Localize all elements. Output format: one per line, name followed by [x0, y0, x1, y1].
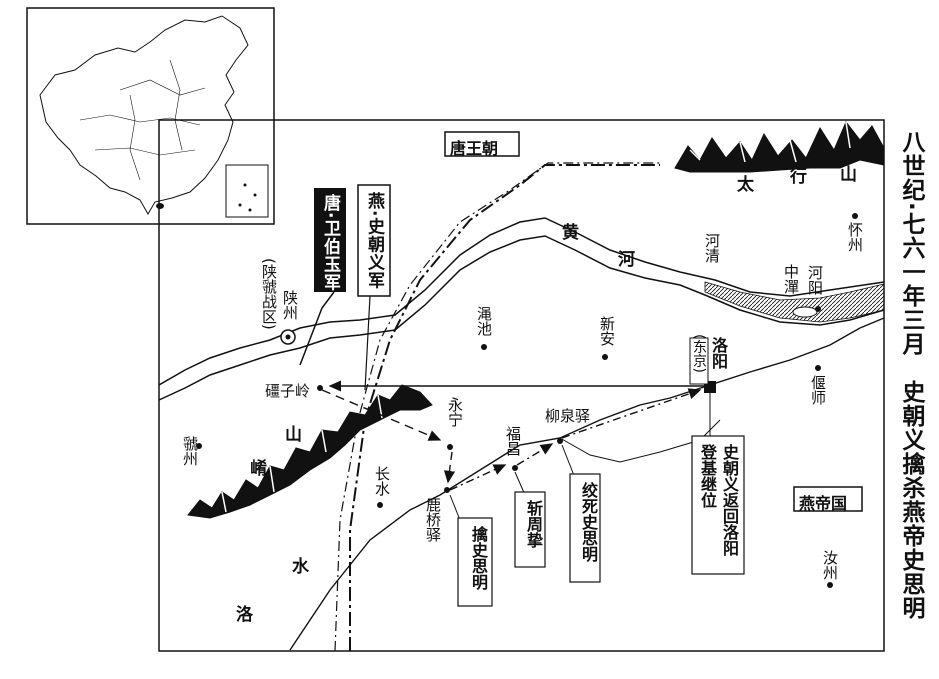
route-to-luqiaoyi	[443, 451, 456, 484]
place-zhongtan: 中潬	[782, 264, 800, 294]
tang-region-label: 唐王朝	[450, 139, 499, 158]
return-box	[691, 435, 745, 575]
mountain-shan-a: 山	[840, 165, 857, 185]
place-heqing: 河清	[703, 233, 721, 263]
river-luo: 洛	[236, 605, 253, 625]
xiao-mountains	[187, 384, 433, 519]
behead-pointer	[514, 471, 526, 496]
place-luqiaoyi: 鹿桥驿	[424, 497, 442, 542]
place-ruzhou: 汝州	[821, 550, 839, 580]
route-retreat-to-yongning	[321, 389, 442, 441]
river-huang: 黄	[562, 223, 579, 243]
river-shui: 水	[292, 557, 309, 577]
event-capture-label: 擒史思明	[469, 526, 488, 590]
place-shanzhou: 陕州	[281, 290, 299, 320]
event-behead-label: 斩周挚	[524, 500, 543, 548]
place-changshui: 长水	[373, 466, 391, 496]
route-to-liuquanyi	[516, 443, 554, 466]
place-yongning: 永宁	[446, 397, 464, 427]
place-jiangziling: 礓子岭	[265, 382, 311, 400]
place-mianchi: 渑池	[475, 306, 493, 336]
place-yanshi: 偃师	[809, 375, 827, 405]
map-title: 八世纪·七六一年三月 史朝义擒杀燕帝史思明	[898, 130, 924, 620]
front-line-a	[349, 164, 660, 651]
mountain-tai: 太	[737, 175, 754, 195]
place-liuquanyi: 柳泉驿	[545, 407, 591, 425]
strangle-pointer	[561, 444, 576, 479]
dongjing-bracket	[689, 337, 709, 385]
yan-army-box	[357, 184, 391, 297]
capture-box	[457, 517, 493, 607]
strangle-box	[569, 473, 601, 583]
yan-region-label: 燕帝国	[799, 494, 848, 513]
place-dongjing: (东京)	[691, 334, 707, 373]
battle-area-label: (陕虢战区)	[260, 258, 278, 330]
taihang-mountains	[674, 121, 885, 173]
shanzhou-marker	[280, 329, 296, 345]
china-inset-map	[26, 7, 275, 225]
place-luoyang: 洛阳	[709, 337, 728, 369]
place-xinan: 新安	[598, 316, 616, 346]
route-to-fuchang	[449, 464, 507, 491]
yellow-river	[158, 217, 885, 401]
yan-region-box	[793, 486, 863, 512]
place-huaizhou: 怀州	[846, 222, 864, 252]
event-return-label: 史朝义返回洛阳登基继位	[698, 444, 739, 556]
mountain-xiao: 崤	[250, 459, 267, 479]
luo-river	[289, 317, 885, 651]
place-guozhou: 虢州	[181, 436, 199, 466]
mountain-hang: 行	[790, 167, 807, 187]
map-frame	[158, 119, 885, 652]
yan-army-label: 燕·史朝义军	[364, 192, 384, 290]
place-fuchang: 福昌	[504, 426, 522, 456]
behead-box	[514, 491, 546, 568]
event-strangle-label: 绞死史思明	[579, 482, 598, 562]
city-dots	[196, 213, 858, 588]
river-he: 河	[618, 250, 635, 270]
tang-army-label: 唐·卫伯玉军	[320, 194, 340, 292]
yan-army-pointer	[364, 295, 371, 391]
route-to-luoyang	[561, 388, 702, 439]
tang-army-pointer	[299, 291, 335, 366]
capture-pointer	[449, 494, 461, 521]
place-heyang: 河阳	[806, 265, 824, 295]
mountain-shan-b: 山	[285, 425, 302, 445]
tang-region-box	[444, 131, 520, 157]
front-line-b	[334, 162, 660, 652]
tang-army-box	[314, 188, 346, 292]
